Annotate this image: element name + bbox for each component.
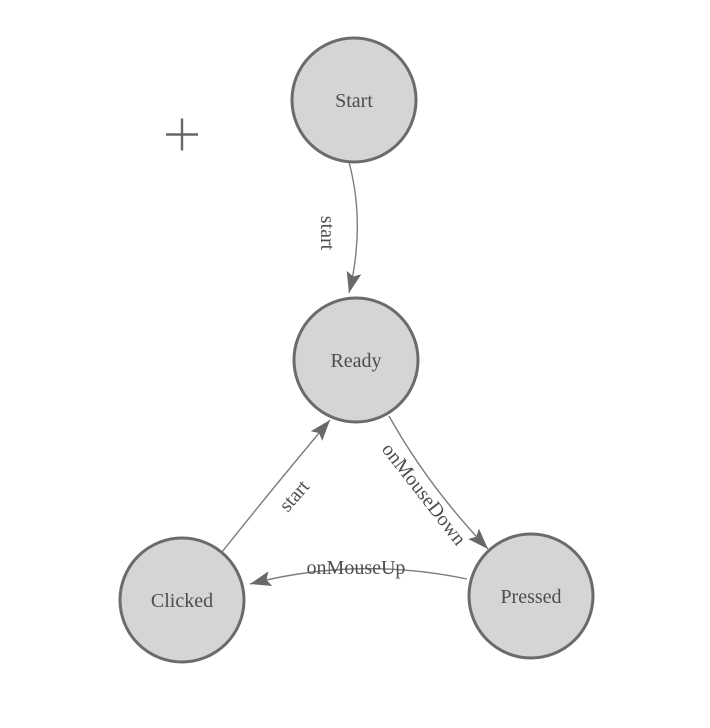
edge-label-pressed-to-clicked: onMouseUp — [307, 557, 406, 579]
state-label-pressed: Pressed — [500, 586, 561, 608]
state-node-pressed[interactable]: Pressed — [467, 532, 595, 660]
state-node-clicked[interactable]: Clicked — [118, 536, 246, 664]
state-circle-start — [290, 36, 418, 164]
state-label-ready: Ready — [330, 350, 381, 372]
state-circle-clicked — [118, 536, 246, 664]
transition-pressed-to-clicked[interactable] — [249, 567, 468, 586]
transition-ready-to-pressed[interactable] — [388, 415, 489, 550]
state-node-ready[interactable]: Ready — [292, 296, 420, 424]
state-label-clicked: Clicked — [151, 590, 213, 612]
transition-clicked-to-ready[interactable] — [221, 419, 331, 553]
plus-crosshair-cursor-icon — [166, 118, 198, 151]
state-circle-ready — [292, 296, 420, 424]
state-circle-pressed — [467, 532, 595, 660]
state-label-start: Start — [335, 90, 373, 112]
edge-label-clicked-to-ready: start — [275, 476, 314, 517]
edge-label-start-to-ready: start — [316, 216, 338, 251]
state-node-start[interactable]: Start — [290, 36, 418, 164]
edge-label-ready-to-pressed: onMouseDown — [377, 439, 470, 550]
transition-start-to-ready[interactable] — [346, 161, 362, 294]
